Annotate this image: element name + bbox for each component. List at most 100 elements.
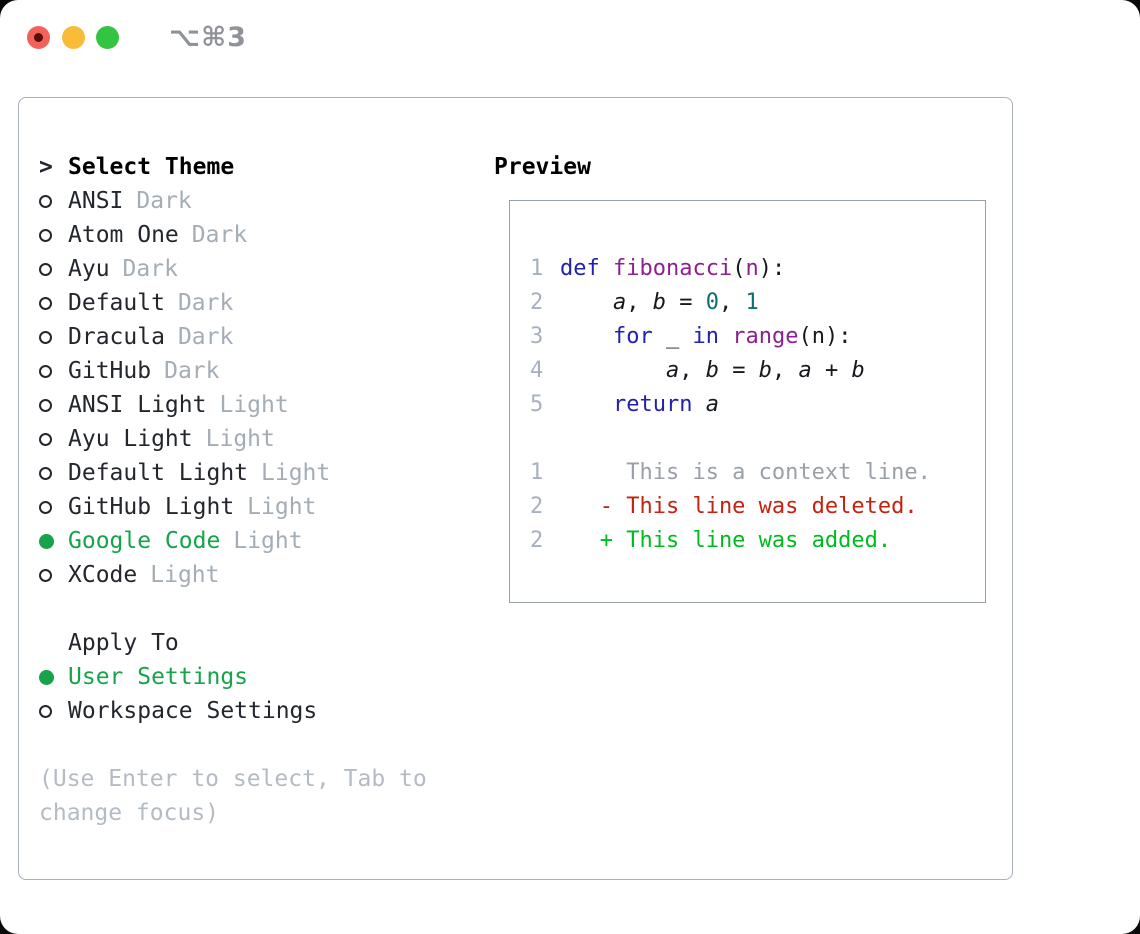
theme-item-label: Default — [68, 290, 165, 316]
theme-item-ansi[interactable]: ANSI Dark — [39, 184, 475, 218]
radio-unselected-icon — [39, 466, 68, 480]
theme-item-github-light[interactable]: GitHub Light Light — [39, 490, 475, 524]
line-number: 3 — [530, 323, 544, 349]
theme-item-atom-one[interactable]: Atom One Dark — [39, 218, 475, 252]
section-gap — [39, 728, 475, 762]
theme-item-dracula[interactable]: Dracula Dark — [39, 320, 475, 354]
theme-item-label: Ayu Light — [68, 426, 193, 452]
theme-variant-tag: Light — [205, 426, 275, 452]
diff-preview: 1 This is a context line.2 - This line w… — [530, 455, 985, 557]
select-theme-header: > Select Theme — [39, 150, 475, 184]
theme-variant-tag: Light — [150, 562, 220, 588]
apply-option-workspace-settings[interactable]: Workspace Settings — [39, 694, 475, 728]
diff-text: + This line was added. — [560, 527, 892, 553]
radio-unselected-icon — [39, 364, 68, 378]
traffic-light-zoom-button[interactable] — [96, 26, 119, 49]
theme-item-xcode[interactable]: XCode Light — [39, 558, 475, 592]
code-line: 4 a, b = b, a + b — [530, 353, 985, 387]
line-number: 2 — [530, 493, 544, 519]
theme-variant-tag: Dark — [122, 256, 178, 282]
radio-unselected-icon — [39, 262, 68, 276]
window-title: ⌥⌘3 — [169, 22, 247, 53]
theme-item-label: ANSI Light — [68, 392, 207, 418]
code-text: for _ in range(n): — [612, 323, 852, 349]
traffic-light-minimize-button[interactable] — [62, 26, 85, 49]
radio-unselected-icon — [39, 194, 68, 208]
close-unsaved-dot-icon — [34, 33, 43, 42]
line-number: 2 — [530, 289, 544, 315]
code-text: return a — [612, 391, 719, 417]
radio-unselected-icon — [39, 432, 68, 446]
line-number: 1 — [530, 459, 544, 485]
theme-variant-tag: Dark — [177, 290, 234, 316]
theme-item-ayu[interactable]: Ayu Dark — [39, 252, 475, 286]
diff-text: This is a context line. — [560, 459, 931, 485]
diff-line-add: 2 + This line was added. — [530, 523, 985, 557]
theme-item-label: ANSI — [68, 188, 124, 214]
theme-item-label: Google Code — [68, 528, 221, 554]
theme-item-default-light[interactable]: Default Light Light — [39, 456, 475, 490]
apply-option-label: User Settings — [68, 664, 249, 690]
theme-item-label: Atom One — [68, 222, 179, 248]
theme-item-label: XCode — [68, 562, 138, 588]
apply-option-user-settings[interactable]: User Settings — [39, 660, 475, 694]
diff-line-ctx: 1 This is a context line. — [530, 455, 985, 489]
code-line: 3 for _ in range(n): — [530, 319, 985, 353]
line-number: 2 — [530, 527, 544, 553]
diff-text: - This line was deleted. — [560, 493, 918, 519]
preview-gap — [530, 421, 985, 455]
theme-variant-tag: Dark — [136, 188, 192, 214]
titlebar: ⌥⌘3 — [0, 0, 1140, 74]
help-text: (Use Enter to select, Tab to change focu… — [39, 766, 427, 826]
theme-item-default[interactable]: Default Dark — [39, 286, 475, 320]
apply-to-header: Apply To — [39, 626, 475, 660]
code-text: a, b = b, a + b — [665, 357, 865, 383]
theme-variant-tag: Dark — [177, 324, 234, 350]
theme-variant-tag: Dark — [191, 222, 248, 248]
radio-unselected-icon — [39, 296, 68, 310]
code-line: 2 a, b = 0, 1 — [530, 285, 985, 319]
theme-item-google-code[interactable]: Google Code Light — [39, 524, 475, 558]
radio-unselected-icon — [39, 500, 68, 514]
theme-item-label: Dracula — [68, 324, 165, 350]
theme-variant-tag: Dark — [164, 358, 220, 384]
radio-selected-icon — [39, 669, 68, 685]
section-gap — [39, 592, 475, 626]
theme-item-ansi-light[interactable]: ANSI Light Light — [39, 388, 475, 422]
theme-variant-tag: Light — [219, 392, 289, 418]
code-text: a, b = 0, 1 — [612, 289, 759, 315]
radio-unselected-icon — [39, 704, 68, 718]
line-number: 1 — [530, 255, 544, 281]
theme-item-label: Default Light — [68, 460, 249, 486]
select-theme-title: Select Theme — [68, 154, 235, 180]
apply-option-label: Workspace Settings — [68, 698, 318, 724]
theme-item-github[interactable]: GitHub Dark — [39, 354, 475, 388]
line-number: 4 — [530, 357, 544, 383]
theme-item-label: GitHub Light — [68, 494, 235, 520]
radio-unselected-icon — [39, 228, 68, 242]
preview-title: Preview — [494, 154, 591, 180]
radio-unselected-icon — [39, 568, 68, 582]
theme-item-label: Ayu — [68, 256, 110, 282]
apply-to-title: Apply To — [68, 630, 179, 656]
theme-item-ayu-light[interactable]: Ayu Light Light — [39, 422, 475, 456]
theme-variant-tag: Light — [233, 528, 303, 554]
theme-variant-tag: Light — [247, 494, 317, 520]
diff-line-del: 2 - This line was deleted. — [530, 489, 985, 523]
traffic-light-close-button[interactable] — [27, 26, 50, 49]
cursor-arrow-icon: > — [39, 154, 53, 180]
radio-selected-icon — [39, 533, 68, 549]
code-line: 5 return a — [530, 387, 985, 421]
line-number: 5 — [530, 391, 544, 417]
radio-unselected-icon — [39, 398, 68, 412]
theme-variant-tag: Light — [261, 460, 331, 486]
theme-item-label: GitHub — [68, 358, 152, 384]
